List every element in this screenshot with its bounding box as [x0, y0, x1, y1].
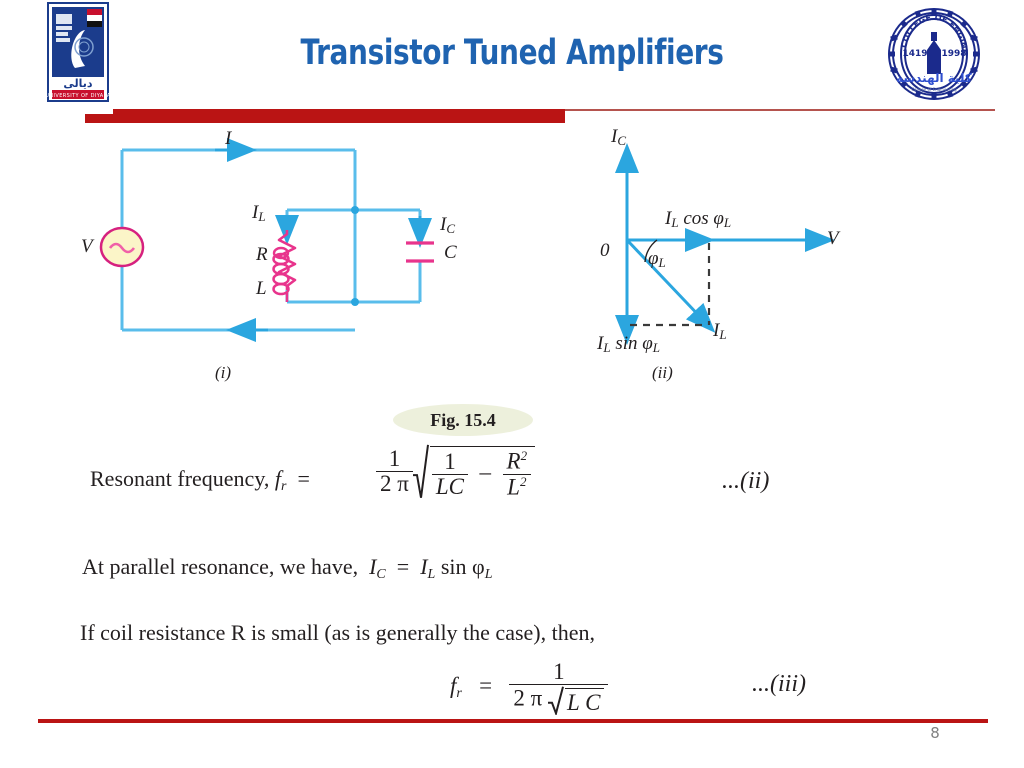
radical-sign-icon — [413, 443, 429, 500]
resistor-symbol — [277, 230, 297, 290]
fr-symbol: f — [450, 672, 457, 698]
fraction-denominator: LC — [431, 473, 469, 499]
right-logo-year-gregorian: 1998 — [941, 49, 966, 59]
fraction-numerator: 1 — [444, 448, 456, 474]
formula2-equals: = — [479, 672, 493, 698]
resonant-frequency-symbol-sub: r — [281, 479, 287, 494]
svg-text:ديالى: ديالى — [63, 77, 93, 90]
formula-resonant-frequency-simplified: fr = 1 2 π L C — [450, 659, 609, 715]
r-exponent: 2 — [520, 448, 528, 463]
label-resistance: R — [256, 244, 268, 265]
fraction-denominator: 2 π — [376, 470, 413, 496]
fraction-one-over-two-pi-sqrt-lc: 1 2 π L C — [509, 659, 609, 715]
label-capacitive-branch-current: IC — [440, 214, 455, 236]
label-inductive-branch-current: IL — [252, 202, 266, 224]
header-rule-thick — [113, 109, 565, 123]
inductor-symbol — [272, 246, 290, 260]
square-root-expression: 1 LC – R2 L2 — [413, 443, 536, 500]
right-logo-year-hijri: 1419 — [902, 49, 927, 59]
label-source-voltage: V — [81, 236, 93, 257]
label-total-current: I — [225, 128, 232, 149]
label-phasor-vertical-component: IL sin φL — [597, 333, 660, 355]
inductor-winding — [272, 252, 290, 302]
page-title: Transistor Tuned Amplifiers — [300, 33, 724, 73]
ac-source-symbol — [99, 226, 145, 268]
fr-subscript: r — [456, 685, 462, 701]
coil-resistance-line: If coil resistance R is small (as is gen… — [80, 620, 595, 645]
figure-number-badge-background — [393, 404, 533, 436]
figure-row: I V IL R L IC C IC 0 V IL cos φL φL IL s… — [0, 126, 1024, 400]
label-phasor-resultant: IL — [713, 320, 727, 342]
equation-reference-iii: ...(iii) — [752, 671, 806, 697]
left-logo-caption: UNIVERSITY OF DIYALA — [47, 93, 109, 99]
fraction-numerator: 1 — [388, 445, 401, 471]
sin-phi-text: sin φ — [435, 554, 485, 579]
college-of-engineering-logo: COLLEGE OF ENGINEERING 1419 1998 كلية ال… — [883, 0, 982, 102]
ic-subscript: C — [376, 567, 386, 582]
il-symbol: I — [420, 554, 428, 579]
il-subscript: L — [427, 567, 436, 582]
figure-number-badge: Fig. 15.4 — [393, 404, 533, 436]
phasor-dashed-projections — [630, 243, 711, 327]
parallel-resonance-line: At parallel resonance, we have, IC = IL … — [82, 554, 492, 583]
fraction-denominator: 2 π L C — [509, 684, 609, 715]
formula-resonant-frequency-full: 1 2 π 1 LC – R2 L2 — [376, 443, 536, 500]
capacitor-symbol — [406, 241, 434, 263]
fraction-numerator: R2 — [503, 449, 532, 474]
fraction-one-over-lc: 1 LC — [431, 448, 469, 499]
page-number: 8 — [930, 724, 940, 742]
footer-rule — [38, 719, 988, 723]
university-of-diyala-logo: ديالى UNIVERSITY OF DIYALA — [45, 2, 110, 102]
label-phasor-axis-ic: IC — [611, 126, 626, 148]
resonant-frequency-equals: = — [297, 466, 310, 491]
l-exponent: 2 — [519, 473, 527, 489]
square-root-lc: L C — [548, 685, 605, 715]
radicand: L C — [564, 688, 605, 715]
r-symbol: R — [506, 448, 521, 474]
label-phasor-horizontal-component: IL cos φL — [665, 208, 732, 230]
label-inductance: L — [256, 278, 267, 299]
resonant-frequency-line: Resonant frequency, fr = — [90, 466, 310, 495]
circuit-diagram — [120, 148, 422, 332]
fraction-numerator: 1 — [553, 659, 565, 684]
resonant-frequency-symbol: f — [274, 466, 282, 491]
resonant-frequency-label: Resonant frequency, — [90, 466, 270, 491]
equation-reference-ii: ...(ii) — [722, 468, 770, 494]
circuit-current-arrows — [215, 138, 432, 342]
minus-sign: – — [479, 459, 492, 485]
phasor-diagram — [615, 143, 835, 345]
l-symbol: L — [507, 474, 520, 500]
parallel-equals: = — [396, 554, 410, 579]
two-pi-text: 2 π — [513, 685, 543, 711]
figure-subcaption-i: (i) — [215, 363, 232, 382]
radical-sign-icon — [548, 685, 564, 715]
fraction-denominator: L2 — [502, 473, 532, 500]
header-rule-step — [85, 114, 115, 123]
phase-angle-arc — [644, 239, 658, 263]
radicand: 1 LC – R2 L2 — [429, 446, 536, 500]
fraction-r2-over-l2: R2 L2 — [502, 449, 532, 500]
svg-text:College of Engineering: College of Engineering — [911, 87, 957, 92]
fraction-one-over-two-pi: 1 2 π — [376, 445, 413, 496]
label-capacitance: C — [444, 242, 457, 263]
phi-subscript: L — [484, 567, 493, 582]
right-logo-arabic-text: كلية الهندسة — [896, 71, 972, 85]
ic-symbol: I — [369, 554, 377, 579]
figure-number-label: Fig. 15.4 — [430, 409, 496, 430]
figure-subcaption-ii: (ii) — [652, 363, 673, 382]
circuit-junction-dots — [351, 206, 359, 306]
parallel-resonance-prefix: At parallel resonance, we have, — [82, 554, 359, 579]
label-phasor-angle: φL — [648, 248, 666, 270]
label-phasor-origin: 0 — [600, 240, 610, 261]
label-phasor-axis-v: V — [827, 228, 839, 249]
